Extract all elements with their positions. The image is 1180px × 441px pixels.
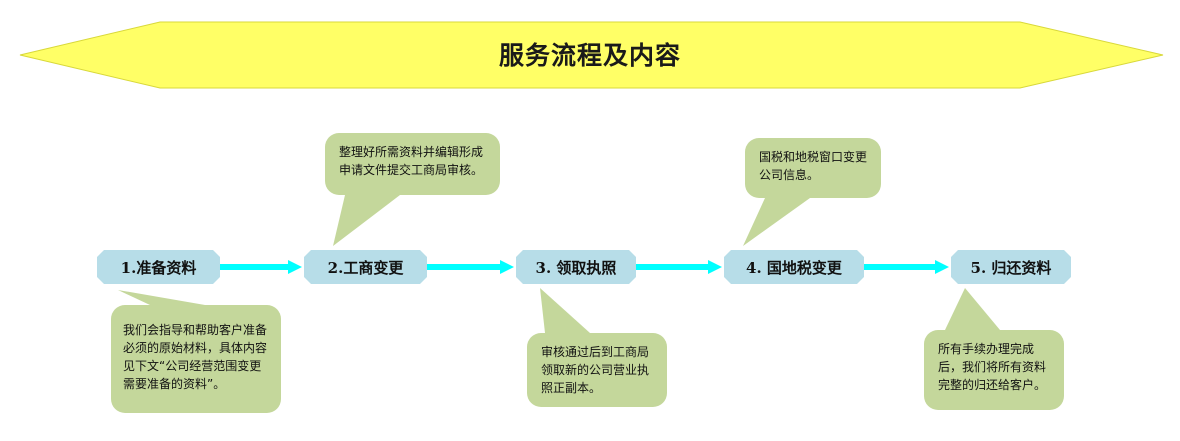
step-3-collect-license: 3. 领取执照 [516, 250, 636, 284]
note-step-3: 审核通过后到工商局领取新的公司营业执照正副本。 [541, 345, 650, 395]
note-step-1: 我们会指导和帮助客户准备必须的原始材料，具体内容见下文“公司经营范围变更需要准备… [123, 323, 268, 391]
note-step-5: 所有手续办理完成后，我们将所有资料完整的归还给客户。 [938, 342, 1047, 392]
callout-bubble-1 [111, 290, 281, 413]
callout-bubble-2 [325, 133, 500, 246]
step-4-tax-change: 4. 国地税变更 [724, 250, 864, 284]
flow-arrow-3-to-4 [636, 260, 722, 274]
step-5-return-materials: 5. 归还资料 [951, 250, 1071, 284]
step-2-business-change: 2.工商变更 [304, 250, 427, 284]
page-title: 服务流程及内容 [498, 41, 681, 70]
flow-arrow-4-to-5 [864, 260, 949, 274]
callout-bubble-3 [527, 288, 667, 407]
callout-bubble-5 [924, 288, 1064, 410]
note-step-2: 整理好所需资料并编辑形成申请文件提交工商局审核。 [339, 145, 484, 177]
note-step-4: 国税和地税窗口变更公司信息。 [759, 150, 868, 182]
flow-arrow-1-to-2 [220, 260, 302, 274]
step-1-prepare-materials: 1.准备资料 [97, 250, 220, 284]
banner-shape [19, 21, 1164, 89]
flow-arrow-2-to-3 [427, 260, 514, 274]
callout-bubble-4 [743, 138, 881, 246]
